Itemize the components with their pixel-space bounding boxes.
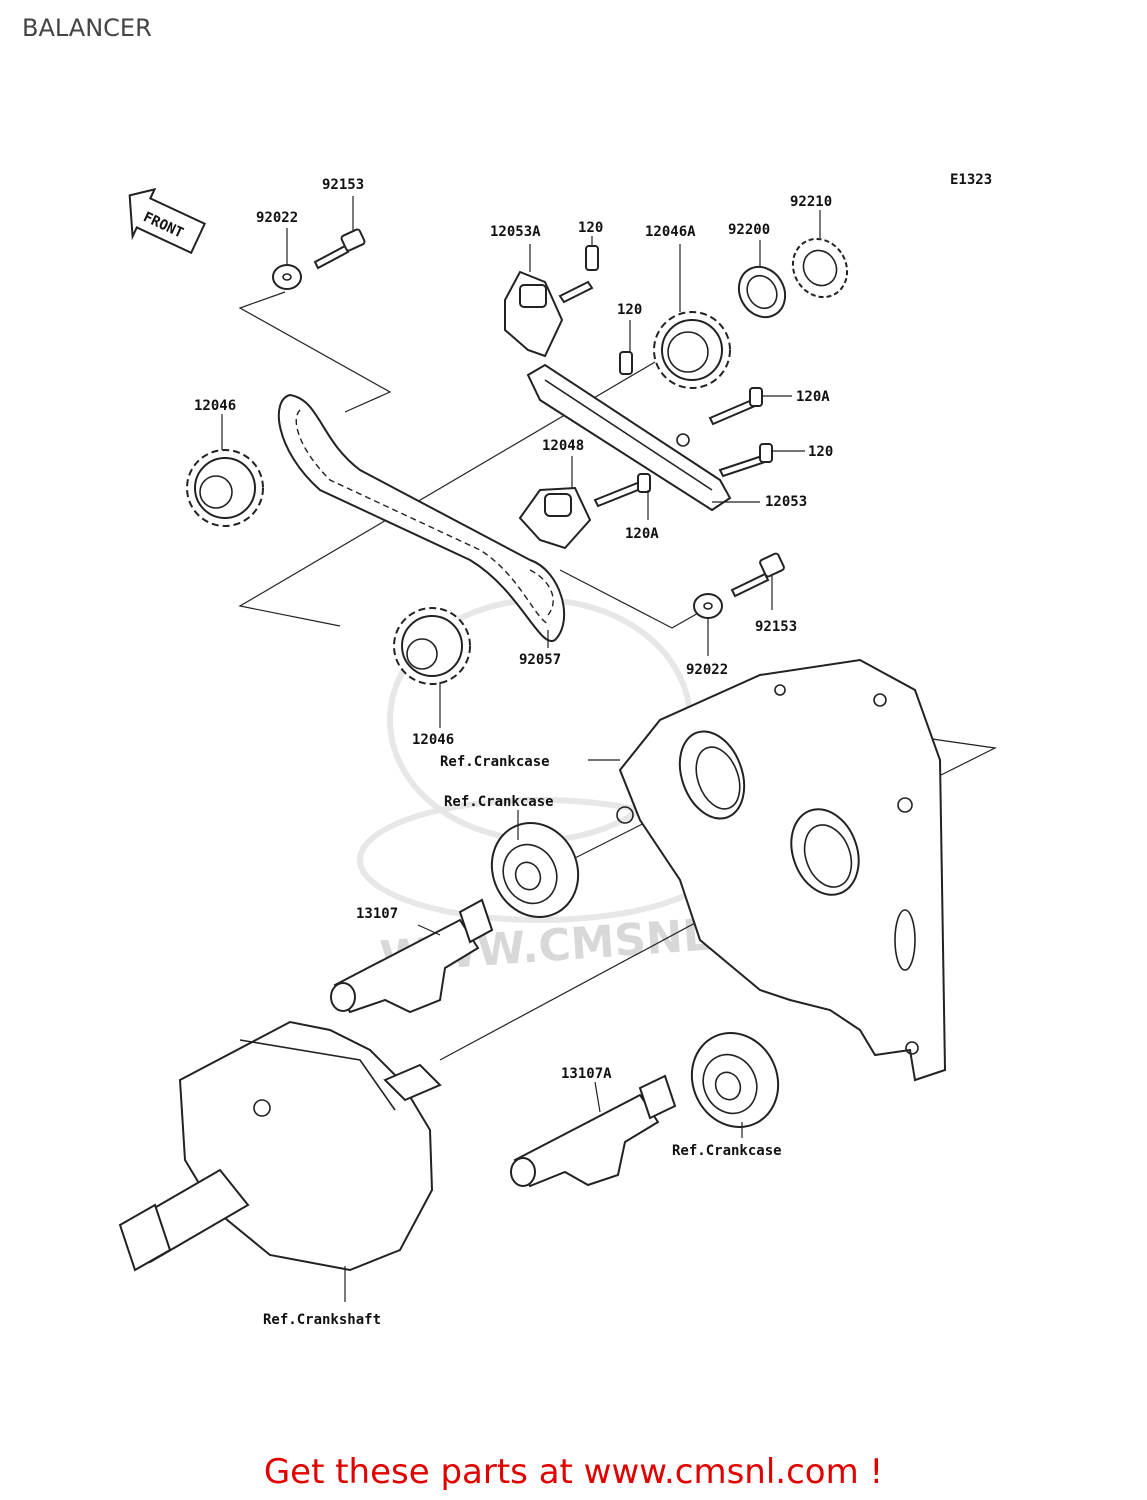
bearing-upper	[490, 822, 580, 918]
label-12046A: 12046A	[645, 224, 696, 240]
label-92210: 92210	[790, 194, 832, 210]
label-120-c: 120	[808, 444, 833, 460]
bolt-120A-b	[593, 473, 651, 508]
label-ref-crankshaft: Ref.Crankshaft	[263, 1312, 381, 1328]
label-12046-low: 12046	[412, 732, 454, 748]
crankcase-cover	[616, 658, 947, 1082]
label-ref-crankcase-2: Ref.Crankcase	[444, 794, 554, 810]
nut-92210	[791, 237, 849, 299]
label-120A-a: 120A	[796, 389, 830, 405]
label-92057: 92057	[519, 652, 561, 668]
crankshaft	[118, 1020, 442, 1272]
page-title: BALANCER	[22, 14, 152, 42]
chain-guide-12053	[526, 363, 732, 512]
sprocket-12046-left	[186, 449, 264, 527]
label-12046-left: 12046	[194, 398, 236, 414]
footer-promo-text: Get these parts at www.cmsnl.com !	[263, 1452, 884, 1492]
label-12053A: 12053A	[490, 224, 541, 240]
washer-92022-mid	[693, 593, 723, 619]
bolt-120-b	[619, 351, 633, 375]
bolt-92153-top	[313, 228, 366, 270]
bolt-92153-mid	[730, 552, 785, 598]
label-92022-mid: 92022	[686, 662, 728, 678]
label-12048: 12048	[542, 438, 584, 454]
tensioner-12048	[518, 486, 592, 550]
label-ref-crankcase-3: Ref.Crankcase	[672, 1143, 782, 1159]
sprocket-12046A	[653, 311, 731, 389]
label-92153-top: 92153	[322, 177, 364, 193]
balancer-diagram: WWW.CMSNL.COM FRONT E1323	[118, 172, 997, 1328]
guide-line-upper	[238, 291, 392, 413]
guide-line-lower	[559, 569, 701, 629]
label-92153-mid: 92153	[755, 619, 797, 635]
label-13107: 13107	[356, 906, 398, 922]
bearing-lower	[690, 1032, 780, 1128]
label-92200: 92200	[728, 222, 770, 238]
balancer-shaft-13107	[330, 898, 494, 1014]
guide-line-middle	[238, 361, 656, 627]
washer-92022-top	[272, 264, 302, 290]
label-92022-top: 92022	[256, 210, 298, 226]
diagram-code: E1323	[950, 172, 992, 188]
chain-92057	[277, 393, 565, 643]
tensioner-12053A	[504, 270, 564, 358]
washer-92200	[737, 265, 787, 319]
sprocket-12046-low	[393, 607, 471, 685]
front-arrow-icon: FRONT	[128, 187, 207, 255]
label-120-a: 120	[578, 220, 603, 236]
label-120-b: 120	[617, 302, 642, 318]
label-120A-b: 120A	[625, 526, 659, 542]
label-13107A: 13107A	[561, 1066, 612, 1082]
bolt-120A-a	[708, 387, 763, 426]
bolt-120-c	[718, 443, 773, 478]
guide-line-right	[924, 737, 997, 779]
label-ref-crankcase-1: Ref.Crankcase	[440, 754, 550, 770]
bolt-120-a	[558, 245, 599, 304]
label-12053: 12053	[765, 494, 807, 510]
balancer-shaft-13107A	[510, 1074, 677, 1188]
